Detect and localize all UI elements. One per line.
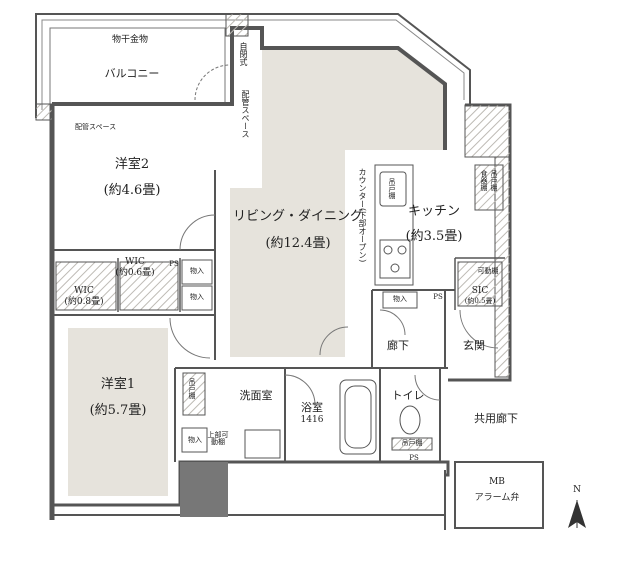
toilet-shelf [391, 437, 433, 451]
kitchen-hanging-shelf-label: 吊戸棚 [388, 178, 396, 199]
ps-label-2: PS [433, 293, 443, 301]
sic-size: (約0.5畳) [464, 297, 496, 305]
kitchen-sink [379, 171, 407, 207]
door-balcony [194, 64, 231, 101]
ps-label-3: PS [409, 454, 419, 462]
east-column [464, 104, 511, 158]
washbasin [244, 429, 281, 459]
pipe-space-vertical-label: 配管スペース [241, 90, 250, 138]
living-floor [230, 48, 445, 357]
west-column [35, 103, 53, 121]
wic-b-label: WIC [74, 286, 94, 296]
ps-label-1: PS [169, 260, 179, 268]
door-toilet [414, 374, 441, 401]
sic-shelf [457, 261, 503, 307]
bathtub [339, 379, 377, 455]
north-column [225, 13, 249, 37]
toilet-bowl [399, 405, 421, 435]
living-size: (約12.4畳) [265, 236, 331, 251]
door-entrance [459, 309, 499, 349]
pipe-space-label: 配管スペース [75, 123, 117, 131]
toilet-hanging-shelf-label: 吊戸棚 [401, 439, 423, 447]
kitchen-counter [374, 164, 414, 286]
bath-label: 浴室 [301, 401, 323, 414]
bedroom2-label: 洋室2 [114, 157, 150, 172]
storage-label-2: 物入 [190, 293, 204, 301]
door-wash [284, 374, 316, 406]
south-column [180, 462, 228, 517]
kitchen-cabinet [474, 164, 504, 211]
door-hall [379, 309, 406, 336]
kitchen-size: (約3.5畳) [405, 229, 463, 244]
upper-movable-shelf-label: 上部可動棚 [207, 431, 229, 446]
wic-a-size: (約0.6畳) [115, 268, 155, 278]
kitchen-hanging-shelf-label-2: 吊戸棚 [490, 170, 498, 191]
balcony-label: バルコニー [104, 67, 160, 80]
kitchen-stove [379, 239, 411, 279]
toilet-label: トイレ [391, 389, 425, 402]
alarm-valve-label: アラーム弁 [474, 493, 520, 503]
wash-hanging-shelf-label: 吊戸棚 [188, 378, 196, 399]
bedroom1-label: 洋室1 [100, 377, 136, 392]
mb-box [454, 461, 544, 529]
entrance-label: 玄関 [463, 339, 485, 352]
bedroom2-size: (約4.6畳) [103, 183, 161, 198]
door-living [319, 326, 349, 356]
sic-label: SIC [471, 286, 489, 296]
counter-label: カウンター(下部オープン) [358, 168, 367, 263]
north-walls [52, 26, 447, 150]
door-bedroom2 [179, 214, 216, 251]
storage-label-1: 物入 [190, 267, 204, 275]
balcony-rail [35, 13, 471, 118]
wic-a-label: WIC [125, 257, 145, 267]
south-wall [52, 460, 450, 507]
bedroom1-size: (約5.7畳) [89, 403, 147, 418]
wic-a-rail [119, 261, 179, 311]
storage-label-3: 物入 [188, 436, 202, 444]
wic-b-size: (約0.8畳) [64, 297, 104, 307]
auto-door-label: 自閉式 [239, 42, 248, 66]
bedroom1-floor [68, 328, 168, 496]
door-bedroom1 [169, 317, 211, 359]
movable-shelf-label: 可動棚 [477, 267, 499, 275]
kitchen-label: キッチン [407, 204, 461, 219]
washroom-label: 洗面室 [239, 389, 273, 402]
north-label: N [573, 485, 581, 495]
storage-label-4: 物入 [393, 295, 407, 303]
bath-size: 1416 [300, 415, 324, 425]
hallway-label: 廊下 [387, 339, 409, 352]
wash-shelf [182, 372, 206, 416]
living-label: リビング・ダイニング [232, 209, 364, 224]
wic-b-rail [55, 261, 117, 311]
drying-rack-label: 物干金物 [111, 35, 149, 45]
common-corridor-label: 共用廊下 [474, 412, 518, 425]
food-storage-label: 食器棚 [480, 170, 488, 191]
mb-label: MB [489, 477, 505, 487]
